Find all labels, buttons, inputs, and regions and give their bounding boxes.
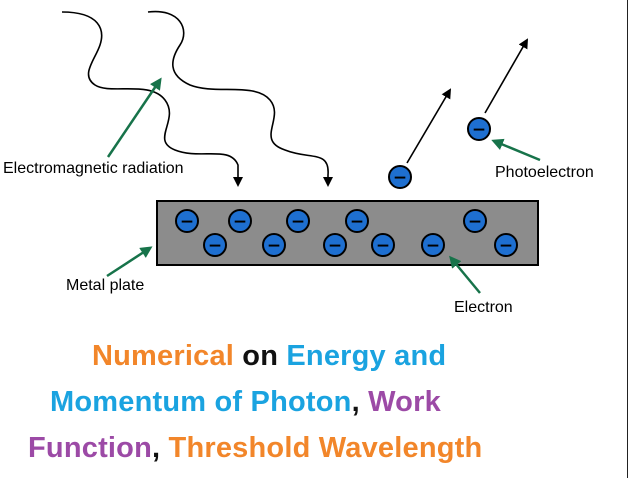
electron-circle — [421, 233, 445, 257]
photoelectron-trajectory-1 — [406, 88, 452, 164]
electron-circle — [286, 209, 310, 233]
metal-plate-pointer-arrow — [106, 246, 153, 278]
electron-circle — [371, 233, 395, 257]
electron-in-plate-11: − — [494, 233, 518, 257]
headline-line1-segment-2: Energy and — [286, 340, 447, 372]
electron-in-plate-6: − — [203, 233, 227, 257]
electron-minus-sign: − — [350, 212, 364, 232]
electron-in-plate-1: − — [175, 209, 199, 233]
photoelectron-trajectory-2 — [484, 38, 528, 114]
electron-circle — [228, 209, 252, 233]
electron-circle — [345, 209, 369, 233]
radiation-label: Electromagnetic radiation — [3, 160, 184, 177]
electron-in-plate-9: − — [371, 233, 395, 257]
electron-circle — [262, 233, 286, 257]
electron-circle — [203, 233, 227, 257]
headline-line2-segment-1: , — [351, 386, 369, 418]
headline-line2-segment-2: Work — [368, 386, 441, 418]
photoelectron-12: − — [388, 165, 412, 189]
electron-minus-sign: − — [291, 212, 305, 232]
electron-minus-sign: − — [208, 236, 222, 256]
electron-minus-sign: − — [233, 212, 247, 232]
electron-in-plate-3: − — [286, 209, 310, 233]
headline-line-2: Momentum of Photon, Work — [50, 386, 441, 419]
photoelectron-label: Photoelectron — [495, 164, 594, 181]
electron-in-plate-7: − — [262, 233, 286, 257]
electron-in-plate-10: − — [421, 233, 445, 257]
electron-circle — [175, 209, 199, 233]
electron-circle — [388, 165, 412, 189]
electron-in-plate-5: − — [463, 209, 487, 233]
headline-line3-segment-2: Threshold Wavelength — [168, 432, 483, 464]
electron-minus-sign: − — [499, 236, 513, 256]
electron-minus-sign: − — [267, 236, 281, 256]
electron-circle — [494, 233, 518, 257]
electron-minus-sign: − — [393, 168, 407, 188]
electron-in-plate-4: − — [345, 209, 369, 233]
headline-line3-segment-1: , — [152, 432, 169, 464]
electron-pointer-arrow — [449, 255, 481, 294]
headline-line1-segment-0: Numerical — [92, 340, 235, 372]
headline-line-1: Numerical on Energy and — [92, 340, 446, 373]
headline-line1-segment-1: on — [234, 340, 287, 372]
headline-line3-segment-0: Function — [28, 432, 153, 464]
electrons-group: −−−−−−−−−−−−− — [175, 117, 518, 257]
radiation-pointer-arrow — [106, 77, 162, 158]
electron-in-plate-8: − — [323, 233, 347, 257]
electron-minus-sign: − — [472, 120, 486, 140]
electron-in-plate-2: − — [228, 209, 252, 233]
electron-minus-sign: − — [376, 236, 390, 256]
electron-circle — [467, 117, 491, 141]
electron-minus-sign: − — [426, 236, 440, 256]
right-border-line — [627, 0, 628, 478]
electron-minus-sign: − — [468, 212, 482, 232]
electron-circle — [323, 233, 347, 257]
headline-line-3: Function, Threshold Wavelength — [28, 432, 482, 465]
headline-line2-segment-0: Momentum of Photon — [50, 386, 352, 418]
photoelectron-13: − — [467, 117, 491, 141]
electron-circle — [463, 209, 487, 233]
metal-plate-label: Metal plate — [66, 277, 145, 294]
radiation-wave-left — [61, 11, 243, 187]
electron-minus-sign: − — [328, 236, 342, 256]
photoelectron-pointer-arrow — [491, 138, 541, 162]
radiation-wave-right — [147, 10, 333, 187]
electron-minus-sign: − — [180, 212, 194, 232]
electron-label: Electron — [454, 299, 513, 316]
